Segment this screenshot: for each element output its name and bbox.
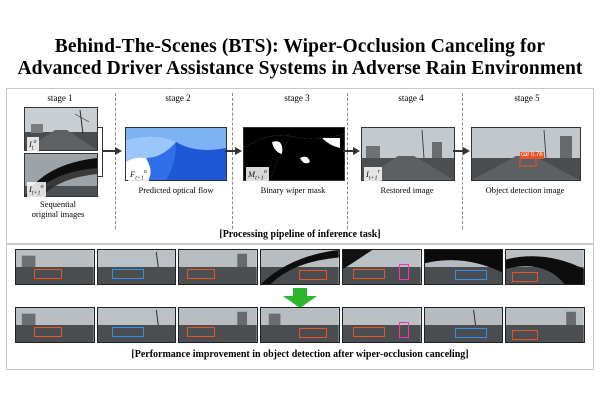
flow-arrow <box>225 150 237 152</box>
stage-2-caption: Predicted optical flow <box>138 185 214 195</box>
performance-caption: [Performance improvement in object detec… <box>131 349 469 360</box>
pipeline-caption: [Processing pipeline of inference task] <box>219 229 381 240</box>
stage-1-caption: Sequential original images <box>31 199 85 219</box>
flow-arrow <box>343 150 355 152</box>
stage-2-label: stage 2 <box>165 93 191 103</box>
before-frame <box>260 249 340 285</box>
stage-1-label: stage 1 <box>47 93 73 103</box>
after-frame <box>341 307 422 343</box>
label-restored: It+1r <box>364 167 382 184</box>
stage-5-caption: Object detection image <box>485 185 565 195</box>
stage-3-label: stage 3 <box>284 93 310 103</box>
after-frame <box>96 307 177 343</box>
before-frame <box>96 249 177 285</box>
arrow-head-icon <box>235 147 242 155</box>
before-frame <box>341 249 422 285</box>
after-frame <box>15 307 95 343</box>
stage-separator <box>115 93 116 229</box>
stage-separator <box>462 93 463 229</box>
detection-label: car 0.76 <box>520 152 544 159</box>
flow-arrow <box>453 150 465 152</box>
arrow-head-icon <box>463 147 470 155</box>
performance-panel: [Performance improvement in object detec… <box>6 244 594 370</box>
after-frame <box>423 307 504 343</box>
arrow-head-icon <box>353 147 360 155</box>
title-line-2: Advanced Driver Assistance Systems in Ad… <box>17 58 583 79</box>
bracket <box>98 127 103 177</box>
stage-4-caption: Restored image <box>380 185 434 195</box>
after-strip <box>15 307 586 343</box>
stage-5-label: stage 5 <box>514 93 540 103</box>
label-it1: It+1o <box>27 182 46 199</box>
page-title: Behind-The-Scenes (BTS): Wiper-Occlusion… <box>0 36 600 80</box>
after-frame <box>260 307 340 343</box>
pipeline-panel: stage 1 stage 2 stage 3 stage 4 stage 5 … <box>6 88 594 244</box>
after-frame <box>178 307 259 343</box>
flow-arrow <box>103 150 115 152</box>
original-frame-t1 <box>24 153 98 197</box>
stage-separator <box>347 93 348 229</box>
arrow-head-icon <box>115 147 122 155</box>
detection-image: car 0.76 <box>471 127 581 181</box>
restored-image <box>361 127 455 181</box>
label-mask: Mt+1o <box>246 167 269 184</box>
before-frame <box>423 249 504 285</box>
before-strip <box>15 249 586 285</box>
label-flow: Ft+1o <box>128 167 149 184</box>
label-it: Ito <box>27 137 39 154</box>
improvement-arrow-icon <box>283 288 317 308</box>
title-line-1: Behind-The-Scenes (BTS): Wiper-Occlusion… <box>54 36 546 57</box>
stage-3-caption: Binary wiper mask <box>260 185 326 195</box>
stage-4-label: stage 4 <box>398 93 424 103</box>
stage-separator <box>232 93 233 229</box>
before-frame <box>178 249 259 285</box>
before-frame <box>15 249 95 285</box>
before-frame <box>505 249 586 285</box>
after-frame <box>505 307 586 343</box>
